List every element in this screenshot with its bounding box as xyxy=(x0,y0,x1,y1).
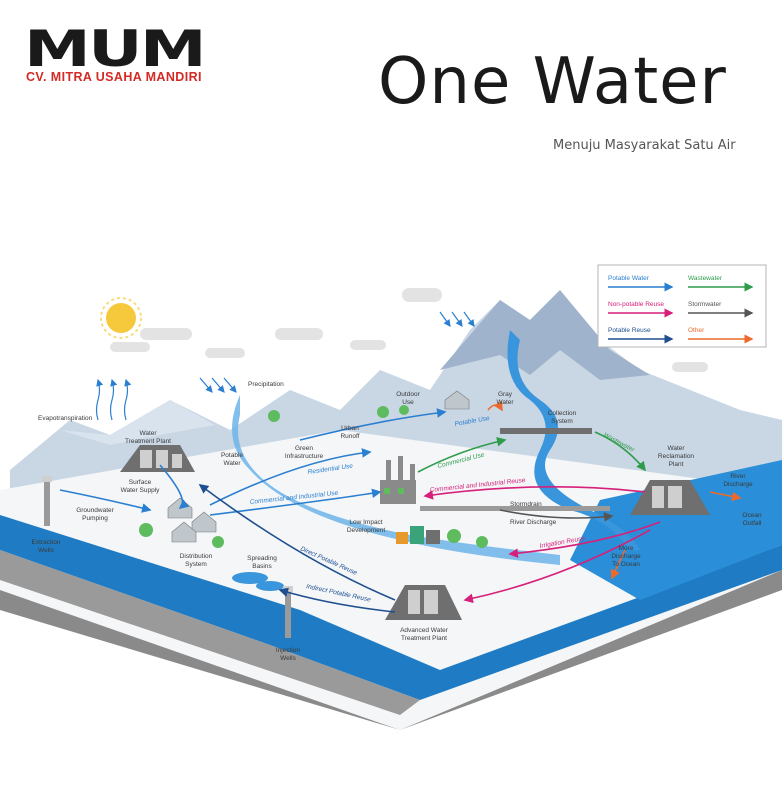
label-potable-water-1: Potable xyxy=(221,452,243,459)
label-collection-1: Collection xyxy=(548,410,577,417)
label-reclamation-2: Reclamation xyxy=(658,453,695,460)
label-low-impact-2: Development xyxy=(347,527,385,534)
mountains xyxy=(10,290,782,500)
legend-item-potable-water: Potable Water xyxy=(608,275,674,292)
svg-text:Wastewater: Wastewater xyxy=(688,275,723,282)
collection-pipe xyxy=(500,428,592,434)
label-green-infra-2: Infrastructure xyxy=(285,453,324,460)
label-stormdrain: Stormdrain xyxy=(510,501,542,508)
label-water-treatment-1: Water xyxy=(139,430,157,437)
label-spreading-2: Basins xyxy=(252,563,272,570)
trees xyxy=(139,405,409,548)
label-river-discharge-top-2: Discharge xyxy=(723,481,753,488)
label-low-impact-1: Low Impact xyxy=(349,519,382,526)
label-more-discharge-1: More xyxy=(619,545,634,552)
legend: Potable Water Wastewater Non-potable Reu… xyxy=(597,264,767,348)
advanced-water-treatment-plant xyxy=(385,585,462,620)
mum-logo-mark: MUM xyxy=(24,28,206,70)
ground xyxy=(0,430,782,730)
label-potable-water-2: Water xyxy=(223,460,241,467)
water-cycle-diagram: Potable Water Wastewater Non-potable Reu… xyxy=(0,264,782,730)
svg-text:Stormwater: Stormwater xyxy=(688,301,722,308)
legend-item-stormwater: Stormwater xyxy=(688,301,754,318)
label-advanced-1: Advanced Water xyxy=(400,627,449,634)
label-more-discharge-3: To Ocean xyxy=(612,561,640,568)
legend-item-potable-reuse: Potable Reuse xyxy=(608,327,674,344)
evaporation-arrows xyxy=(95,378,132,421)
label-extraction-1: Extraction xyxy=(32,539,61,546)
label-outdoor-use-1: Outdoor xyxy=(396,391,420,398)
label-spreading-1: Spreading xyxy=(247,555,277,562)
label-gray-water-2: Water xyxy=(496,399,514,406)
label-evapotranspiration: Evapotranspiration xyxy=(38,415,93,422)
label-water-treatment-2: Treatment Plant xyxy=(125,438,171,445)
water-treatment-plant xyxy=(120,445,195,472)
svg-text:Other: Other xyxy=(688,327,705,334)
legend-item-wastewater: Wastewater xyxy=(688,275,754,292)
label-outdoor-use-2: Use xyxy=(402,399,414,406)
legend-item-other: Other xyxy=(688,327,754,344)
legend-item-non-potable-reuse: Non-potable Reuse xyxy=(608,301,674,318)
label-urban-runoff-2: Runoff xyxy=(340,433,359,440)
label-reclamation-1: Water xyxy=(667,445,685,452)
label-surface-water-2: Water Supply xyxy=(121,487,161,494)
rain-arrows xyxy=(199,311,475,393)
label-injection-1: Injection xyxy=(276,647,301,654)
svg-text:Non-potable Reuse: Non-potable Reuse xyxy=(608,301,664,308)
label-collection-2: System xyxy=(551,418,573,425)
clouds xyxy=(110,288,708,372)
svg-text:Potable Water: Potable Water xyxy=(608,275,650,282)
logo-text: MUM xyxy=(24,28,204,70)
water-reclamation-plant xyxy=(630,480,710,515)
spreading-basins xyxy=(232,572,284,591)
label-reclamation-3: Plant xyxy=(669,461,684,468)
label-surface-water-1: Surface xyxy=(129,479,152,486)
svg-text:Potable Reuse: Potable Reuse xyxy=(608,327,651,334)
page-subtitle: Menuju Masyarakat Satu Air xyxy=(553,138,736,153)
label-ocean-outfall-2: Outfall xyxy=(743,520,762,527)
label-gray-water-1: Gray xyxy=(498,391,513,398)
label-extraction-2: Wells xyxy=(38,547,55,554)
label-river-discharge-top-1: River xyxy=(730,473,746,480)
label-distribution-1: Distribution xyxy=(180,553,213,560)
label-groundwater-1: Groundwater xyxy=(76,507,114,514)
label-injection-2: Wells xyxy=(280,655,297,662)
label-distribution-2: System xyxy=(185,561,207,568)
label-more-discharge-2: Discharge xyxy=(611,553,641,560)
label-groundwater-2: Pumping xyxy=(82,515,108,522)
label-advanced-2: Treatment Plant xyxy=(401,635,447,642)
stormdrain-pipe xyxy=(420,506,610,511)
label-river-discharge-mid: River Discharge xyxy=(510,519,557,526)
label-ocean-outfall-1: Ocean xyxy=(742,512,762,519)
sun-icon xyxy=(100,297,142,339)
company-name: CV. MITRA USAHA MANDIRI xyxy=(26,70,202,84)
extraction-well xyxy=(42,476,52,526)
page-title: One Water xyxy=(378,45,727,119)
company-logo: MUM CV. MITRA USAHA MANDIRI xyxy=(24,28,208,84)
label-green-infra-1: Green xyxy=(295,445,313,452)
label-urban-runoff-1: Urban xyxy=(341,425,359,432)
factory xyxy=(380,456,416,504)
label-precipitation: Precipitation xyxy=(248,381,284,388)
flow-arrows xyxy=(59,400,742,613)
low-impact-town xyxy=(396,526,488,548)
